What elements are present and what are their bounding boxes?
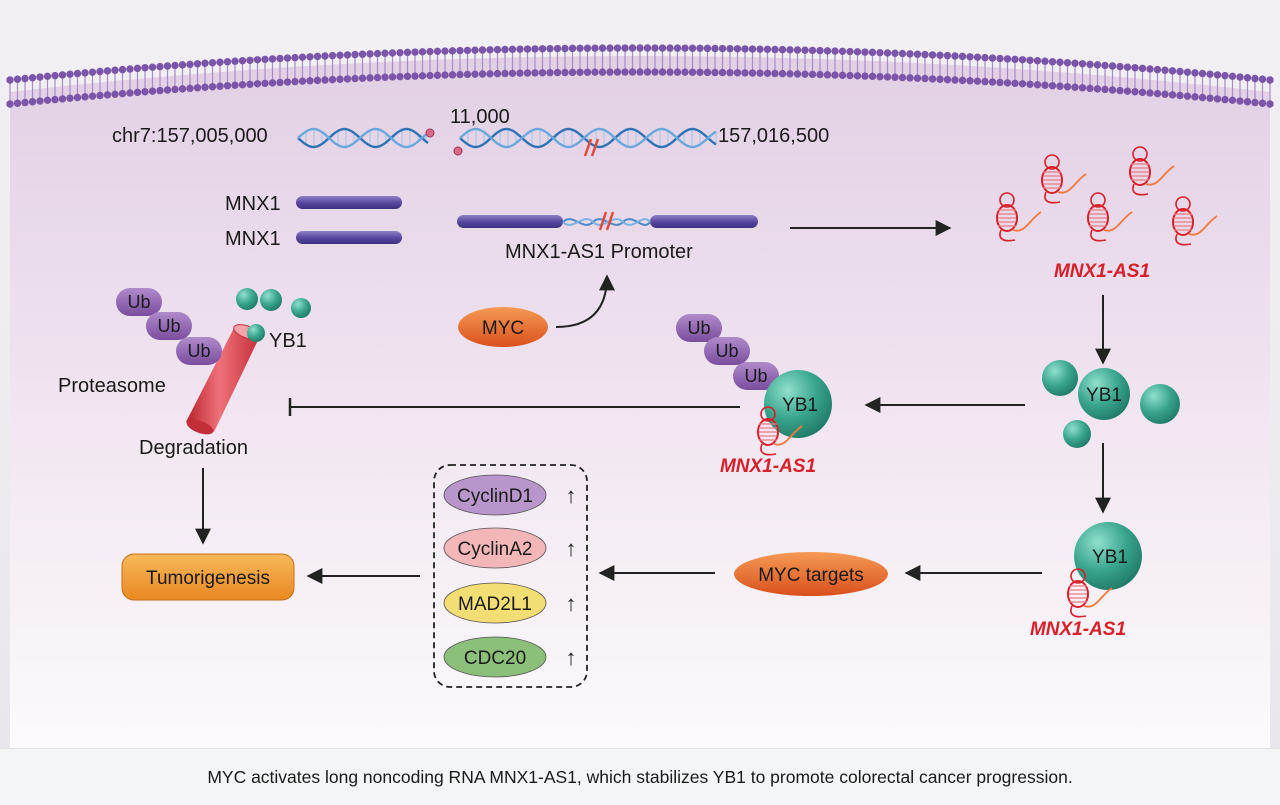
- promoter-label: MNX1-AS1 Promoter: [505, 241, 693, 263]
- degradation-label: Degradation: [139, 437, 248, 459]
- target-gene-cyclina2: CyclinA2 ↑: [443, 527, 577, 569]
- svg-text:Ub: Ub: [715, 341, 738, 361]
- targets-box: [433, 464, 588, 688]
- upregulation-arrow: ↑: [566, 591, 577, 616]
- yb1-fragment-2: [260, 289, 282, 311]
- cell-membrane: [6, 44, 1274, 108]
- figure-caption: MYC activates long noncoding RNA MNX1-AS…: [0, 748, 1280, 805]
- target-gene-label: CyclinD1: [457, 486, 533, 507]
- yb1-fragment-3: [291, 298, 311, 318]
- tumorigenesis-label: Tumorigenesis: [146, 568, 270, 589]
- svg-text:Ub: Ub: [157, 316, 180, 336]
- tumorigenesis-pill: [121, 553, 295, 601]
- yb1-fragment-4: [247, 324, 265, 342]
- target-gene-cdc20: CDC20 ↑: [443, 636, 577, 678]
- yb1-middle-label: YB1: [782, 395, 818, 416]
- lncrna-bottom-label: MNX1-AS1: [1030, 619, 1126, 640]
- chr-mid-label: 11,000: [450, 106, 510, 128]
- myc-activation-arrow: [555, 274, 615, 328]
- promoter-bar-left: [457, 215, 563, 228]
- target-gene-label: CDC20: [464, 648, 526, 669]
- promoter-bar-right: [650, 215, 758, 228]
- yb1-small-1: [1042, 360, 1078, 396]
- target-gene-label: CyclinA2: [458, 539, 533, 560]
- ub-chain-3: [176, 337, 222, 365]
- svg-text:Ub: Ub: [127, 292, 150, 312]
- myc-label: MYC: [482, 318, 524, 339]
- lncrna-cluster: [996, 146, 1218, 246]
- svg-text:Ub: Ub: [687, 318, 710, 338]
- mnx1-gene-bar-2: [296, 231, 402, 244]
- chr-end-label: 157,016,500: [718, 125, 829, 147]
- mnx1-label-2: MNX1: [225, 228, 281, 250]
- lncrna-middle-label: MNX1-AS1: [720, 456, 816, 477]
- upregulation-arrow: ↑: [566, 645, 577, 670]
- upregulation-arrow: ↑: [566, 536, 577, 561]
- ub-chain-4: [676, 314, 722, 342]
- svg-text:Ub: Ub: [744, 366, 767, 386]
- mnx1-gene-bar-1: [296, 196, 402, 209]
- yb1-fragment-1: [236, 288, 258, 310]
- yb1-small-3: [1063, 420, 1091, 448]
- upregulation-arrow: ↑: [566, 483, 577, 508]
- dna-strand: [297, 127, 717, 157]
- yb1-bottom-label: YB1: [1092, 547, 1128, 568]
- pathway-diagram: chr7:157,005,000 11,000 157,016,500 MNX1…: [0, 0, 1280, 748]
- ub-chain-2: [146, 312, 192, 340]
- lncrna-bound-bottom: [1067, 568, 1113, 618]
- ub-chain-5: [704, 337, 750, 365]
- yb1-top-left-label: YB1: [269, 330, 307, 352]
- proteasome-label: Proteasome: [58, 375, 166, 397]
- target-genes: CyclinD1 ↑ CyclinA2 ↑ MAD2L1 ↑ CDC20 ↑: [443, 474, 577, 678]
- ub-chain-1: [116, 288, 162, 316]
- target-gene-cyclind1: CyclinD1 ↑: [443, 474, 577, 516]
- lncrna-top-label: MNX1-AS1: [1054, 261, 1150, 282]
- yb1-right-ball: [1078, 368, 1130, 420]
- lncrna-bound-middle: [757, 406, 803, 456]
- chr-start-label: chr7:157,005,000: [112, 125, 268, 147]
- proteasome-cylinder: [186, 324, 261, 435]
- yb1-right-label: YB1: [1086, 385, 1122, 406]
- target-gene-mad2l1: MAD2L1 ↑: [443, 582, 577, 624]
- ub-chain-6: [733, 362, 779, 390]
- yb1-middle-ball: [764, 370, 832, 438]
- target-gene-label: MAD2L1: [458, 594, 532, 615]
- myc-targets-pill: [734, 552, 888, 596]
- myc-pill: [458, 307, 548, 347]
- break-mark-promoter: [598, 211, 615, 231]
- yb1-small-2: [1140, 384, 1180, 424]
- svg-text:Ub: Ub: [187, 341, 210, 361]
- mnx1-label-1: MNX1: [225, 193, 281, 215]
- yb1-bottom-ball: [1074, 522, 1142, 590]
- myc-targets-label: MYC targets: [758, 565, 864, 586]
